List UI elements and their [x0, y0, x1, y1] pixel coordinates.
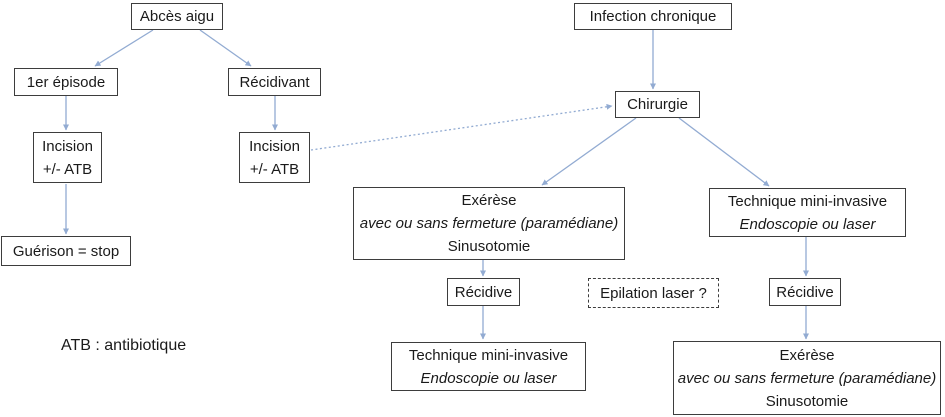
- node-guerison: Guérison = stop: [1, 236, 131, 266]
- connector-chirurgie-to-technique: [678, 117, 770, 187]
- node-recidive-gauche: Récidive: [447, 278, 520, 306]
- node-exerese-haut-line1: Exérèse: [461, 192, 517, 209]
- node-exerese-bas: Exérèse avec ou sans fermeture (paramédi…: [673, 341, 941, 415]
- node-exerese-bas-line2: avec ou sans fermeture (paramédiane): [677, 369, 937, 387]
- node-incision-gauche-line2: +/- ATB: [42, 160, 93, 178]
- node-incision-gauche: Incision +/- ATB: [33, 132, 102, 183]
- connector-incision-to-chirurgie-dotted: [310, 103, 613, 151]
- node-incision-droite-line2: +/- ATB: [249, 160, 300, 178]
- node-exerese-bas-line3: Sinusotomie: [765, 392, 849, 410]
- connector-abces-to-premier-episode: [94, 29, 154, 67]
- node-infection-chronique: Infection chronique: [574, 3, 732, 30]
- node-recidive-droite: Récidive: [769, 278, 841, 306]
- connector-abces-to-recidivant: [199, 29, 252, 67]
- connector-chirurgie-to-exerese: [541, 117, 637, 186]
- node-epilation-laser: Epilation laser ?: [588, 278, 719, 308]
- node-exerese-haut-line3: Sinusotomie: [447, 238, 531, 255]
- node-premier-episode: 1er épisode: [14, 68, 118, 96]
- node-incision-droite: Incision +/- ATB: [239, 132, 310, 183]
- node-technique-droite-line1: Technique mini-invasive: [727, 192, 888, 210]
- node-exerese-haut: Exérèse avec ou sans fermeture (paramédi…: [353, 187, 625, 260]
- legend-atb: ATB : antibiotique: [61, 337, 187, 354]
- node-recidivant: Récidivant: [228, 68, 321, 96]
- node-technique-droite-line2: Endoscopie ou laser: [739, 215, 876, 233]
- node-abces-aigu: Abcès aigu: [131, 3, 223, 30]
- node-exerese-haut-line2: avec ou sans fermeture (paramédiane): [359, 215, 619, 232]
- node-technique-bas-line1: Technique mini-invasive: [408, 346, 569, 364]
- node-technique-bas: Technique mini-invasive Endoscopie ou la…: [391, 342, 586, 391]
- node-technique-bas-line2: Endoscopie ou laser: [420, 369, 557, 387]
- node-exerese-bas-line1: Exérèse: [779, 346, 835, 364]
- node-incision-gauche-line1: Incision: [42, 137, 93, 155]
- node-technique-droite: Technique mini-invasive Endoscopie ou la…: [709, 188, 906, 237]
- node-chirurgie: Chirurgie: [615, 91, 700, 118]
- node-incision-droite-line1: Incision: [249, 137, 300, 155]
